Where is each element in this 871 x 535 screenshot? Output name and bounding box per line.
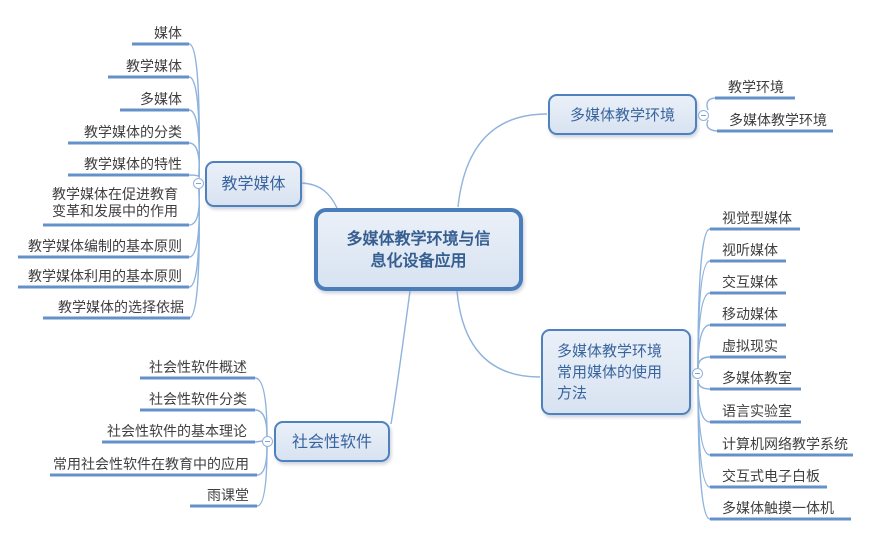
leaf-topic[interactable]: 教学媒体的选择依据	[58, 300, 184, 316]
leaf-topic[interactable]: 多媒体教学环境	[729, 113, 827, 129]
leaf-topic[interactable]: 多媒体触摸一体机	[722, 501, 834, 517]
leaf-topic[interactable]: 教学媒体利用的基本原则	[28, 269, 182, 285]
leaf-topic[interactable]: 语言实验室	[722, 404, 792, 420]
minus-icon	[265, 441, 270, 442]
node-central-topic[interactable]: 多媒体教学环境与信息化设备应用	[314, 208, 523, 291]
leaf-topic[interactable]: 媒体	[154, 26, 182, 42]
leaf-topic[interactable]: 视听媒体	[722, 243, 778, 259]
leaf-topic[interactable]: 交互媒体	[722, 275, 778, 291]
minus-icon	[701, 115, 706, 116]
leaf-topic[interactable]: 视觉型媒体	[722, 211, 792, 227]
collapse-button[interactable]	[262, 436, 273, 447]
minus-icon	[196, 183, 201, 184]
node-social-software[interactable]: 社会性软件	[274, 421, 390, 462]
leaf-underlines	[18, 42, 853, 521]
leaf-topic[interactable]: 教学环境	[728, 80, 784, 96]
leaf-topic[interactable]: 雨课堂	[207, 488, 249, 504]
branch-label: 多媒体教学环境	[569, 105, 675, 124]
collapse-button[interactable]	[692, 368, 703, 379]
leaf-topic[interactable]: 移动媒体	[722, 307, 778, 323]
leaf-topic[interactable]: 虚拟现实	[722, 339, 778, 355]
branch-label: 教学媒体	[221, 174, 286, 193]
leaf-topic[interactable]: 教学媒体的分类	[84, 125, 182, 141]
node-teaching-media[interactable]: 教学媒体	[205, 161, 302, 207]
leaf-topic[interactable]: 常用社会性软件在教育中的应用	[53, 457, 249, 473]
branch-label: 多媒体教学环境常用媒体的使用方法	[557, 341, 663, 402]
collapse-button[interactable]	[193, 178, 204, 189]
leaf-topic[interactable]: 教学媒体编制的基本原则	[28, 239, 182, 255]
minus-icon	[695, 373, 700, 374]
central-topic-label: 多媒体教学环境与信息化设备应用	[346, 228, 491, 270]
branch-label: 社会性软件	[291, 431, 372, 451]
leaf-topic[interactable]: 社会性软件的基本理论	[107, 424, 247, 440]
leaf-topic[interactable]: 教学媒体在促进教育变革和发展中的作用	[52, 187, 178, 220]
node-multimedia-teaching-environment[interactable]: 多媒体教学环境	[548, 94, 697, 135]
leaf-topic[interactable]: 社会性软件分类	[149, 392, 247, 408]
leaf-topic[interactable]: 计算机网络教学系统	[722, 437, 848, 453]
leaf-topic[interactable]: 教学媒体的特性	[84, 157, 182, 173]
leaf-topic[interactable]: 社会性软件概述	[149, 360, 247, 376]
branch-curves	[188, 43, 718, 520]
node-common-media-usage[interactable]: 多媒体教学环境常用媒体的使用方法	[541, 329, 691, 415]
leaf-topic[interactable]: 多媒体	[140, 92, 182, 108]
leaf-topic[interactable]: 多媒体教室	[722, 371, 792, 387]
leaf-topic[interactable]: 交互式电子白板	[722, 469, 820, 485]
leaf-topic[interactable]: 教学媒体	[126, 59, 182, 75]
collapse-button[interactable]	[698, 110, 709, 121]
